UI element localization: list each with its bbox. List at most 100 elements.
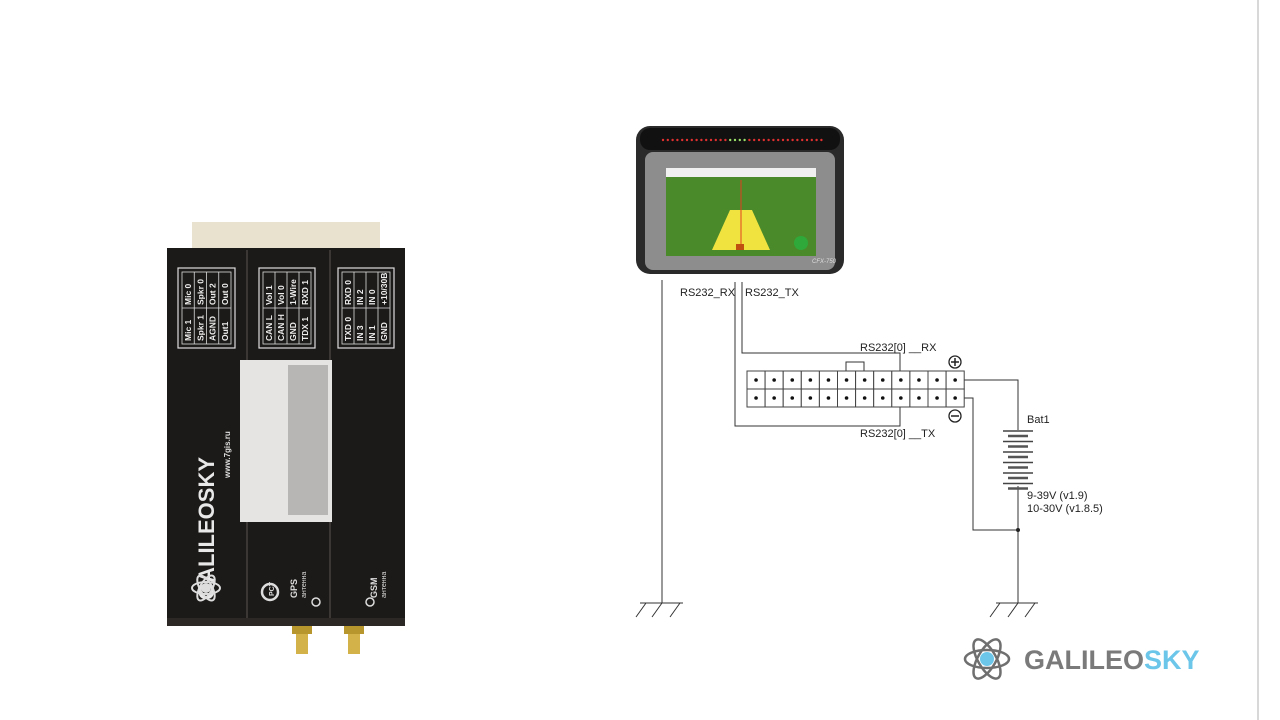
pin-label: AGND — [208, 316, 218, 341]
led — [786, 138, 789, 142]
junction-dot — [1016, 528, 1020, 532]
led — [700, 138, 703, 142]
led — [777, 138, 780, 142]
wires — [661, 280, 1019, 603]
pin-label: TXD 0 — [343, 317, 353, 341]
led — [772, 138, 775, 142]
pin-label: 1-Wire — [288, 279, 298, 305]
gps-led-icon — [311, 597, 321, 607]
tx-wire — [734, 282, 901, 427]
pin-label: RXD 0 — [343, 280, 353, 305]
led — [724, 138, 727, 142]
led-lightbar — [661, 138, 823, 142]
led — [719, 138, 722, 142]
galileosky-logo: GALILEOSKY — [963, 638, 1200, 680]
led — [661, 138, 665, 142]
led — [753, 138, 756, 142]
gsm-antenna-label: антенна — [381, 571, 388, 598]
gsm-led-icon — [365, 597, 375, 607]
minus-icon — [948, 409, 962, 423]
plus-wire — [956, 379, 1019, 430]
jumper-wire — [845, 361, 865, 371]
led — [681, 138, 684, 142]
led — [671, 138, 674, 142]
tracker-website-text: www.7gis.ru — [223, 431, 232, 479]
gps-antenna-label: антенна — [301, 571, 308, 598]
pin-label: +10/30B — [379, 273, 389, 305]
pin-panel — [337, 267, 395, 349]
led — [705, 138, 708, 142]
pin-label: Spkr 1 — [195, 315, 205, 341]
led — [791, 138, 794, 142]
led — [733, 138, 737, 142]
pin-label: Mic 0 — [183, 283, 193, 305]
tracker-top-connector — [192, 222, 380, 252]
pin-label: CAN H — [276, 314, 286, 341]
rx-wire — [741, 282, 901, 380]
led — [781, 138, 785, 142]
logo-text-sky: SKY — [1144, 645, 1200, 675]
led — [810, 138, 813, 142]
gps-antenna-connector — [292, 626, 312, 654]
ground-icon — [635, 602, 683, 618]
pin-label: IN 2 — [355, 289, 365, 305]
led — [743, 138, 746, 142]
pin-label: Spkr 0 — [195, 279, 205, 305]
pin-label: Out 2 — [208, 283, 218, 305]
gsm-label: GSM — [369, 577, 379, 598]
minus-wire — [956, 397, 1018, 531]
pin-label: Vol 0 — [276, 285, 286, 305]
pin-label: IN 1 — [367, 325, 377, 341]
led — [801, 138, 804, 142]
pct-cert-text: PCT — [269, 581, 276, 596]
gsm-antenna-connector — [344, 626, 364, 654]
led — [762, 138, 765, 142]
pin-panel — [177, 267, 236, 349]
connector-rx-label: RS232[0] __RX — [860, 342, 937, 354]
led — [767, 138, 770, 142]
pin-label: GND — [288, 322, 298, 341]
right-edge-divider — [1257, 0, 1259, 720]
led — [729, 138, 732, 142]
led — [796, 138, 799, 142]
connector-tx-label: RS232[0] __TX — [860, 428, 936, 440]
pin-label: RXD 1 — [300, 280, 310, 305]
gps-label: GPS — [289, 579, 299, 598]
led — [748, 138, 751, 142]
pin-label: Mic 1 — [183, 319, 193, 341]
led — [714, 138, 717, 142]
terminal-rx-label: RS232_RX — [680, 287, 736, 299]
battery-label: Bat1 — [1027, 414, 1050, 426]
svg-text:GALILEOSKY: GALILEOSKY — [1024, 645, 1200, 675]
plus-icon — [948, 355, 962, 369]
atom-logo-icon — [963, 638, 1011, 680]
led — [695, 138, 698, 142]
cfx750-terminal: CFX-750 — [636, 126, 844, 274]
pin-panel — [258, 267, 316, 349]
led — [676, 138, 679, 142]
pin-label: Out 0 — [220, 283, 230, 305]
led — [666, 138, 669, 142]
tracker-connector-pinout — [746, 370, 965, 408]
atom-logo-icon — [191, 574, 221, 602]
pin-label: IN 0 — [367, 289, 377, 305]
battery-icon — [1003, 430, 1033, 490]
led — [820, 138, 823, 142]
led — [709, 138, 713, 142]
pin-label: Out1 — [220, 321, 230, 341]
pin-label: CAN L — [264, 315, 274, 341]
led — [757, 138, 761, 142]
led — [690, 138, 693, 142]
pin-label: IN 3 — [355, 325, 365, 341]
pct-cert-icon: PCT — [260, 581, 280, 602]
led — [738, 138, 741, 142]
terminal-model-label: CFX-750 — [812, 259, 837, 265]
voltage-v185-label: 10-30V (v1.8.5) — [1027, 503, 1103, 515]
terminal-tx-label: RS232_TX — [745, 287, 799, 299]
logo-text-galileo: GALILEO — [1024, 645, 1144, 675]
pin-label: TDX 1 — [300, 317, 310, 341]
led — [805, 138, 809, 142]
